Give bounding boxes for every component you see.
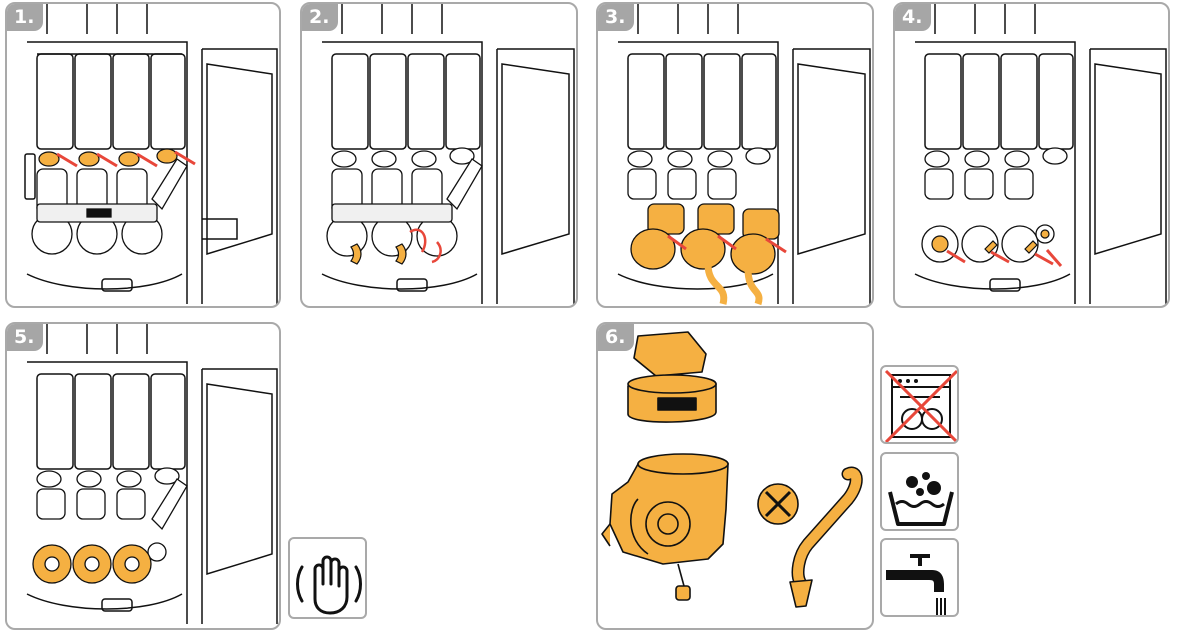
step-6-panel: 6.: [596, 322, 874, 630]
step-1-panel: 1.: [5, 2, 281, 308]
step-3-illustration: [617, 4, 871, 306]
no-dishwasher-frame: [880, 365, 959, 444]
water-tap-icon: [886, 554, 946, 615]
step-number: 4.: [895, 4, 932, 31]
wipe-icon-frame: [288, 537, 367, 619]
step-3-panel: 3.: [596, 2, 874, 308]
step-1-illustration: [24, 4, 278, 304]
step-number: 6.: [598, 324, 635, 351]
step-number: 2.: [302, 4, 339, 31]
step-2-illustration: [321, 4, 575, 304]
step-4-panel: 4.: [893, 2, 1170, 308]
hand-wash-frame: [880, 452, 959, 531]
step-5-panel: 5.: [5, 322, 281, 630]
wipe-hand-icon: [296, 555, 362, 615]
step-2-panel: 2.: [300, 2, 578, 308]
step-number: 5.: [7, 324, 44, 351]
step-number: 1.: [7, 4, 44, 31]
step-4-illustration: [914, 4, 1167, 304]
step-number: 3.: [598, 4, 635, 31]
hand-wash-bowl-icon: [888, 472, 954, 526]
step-6-illustration: [601, 331, 863, 608]
no-dishwasher-icon: [884, 369, 957, 442]
water-tap-frame: [880, 538, 959, 617]
step-5-illustration: [26, 324, 278, 624]
